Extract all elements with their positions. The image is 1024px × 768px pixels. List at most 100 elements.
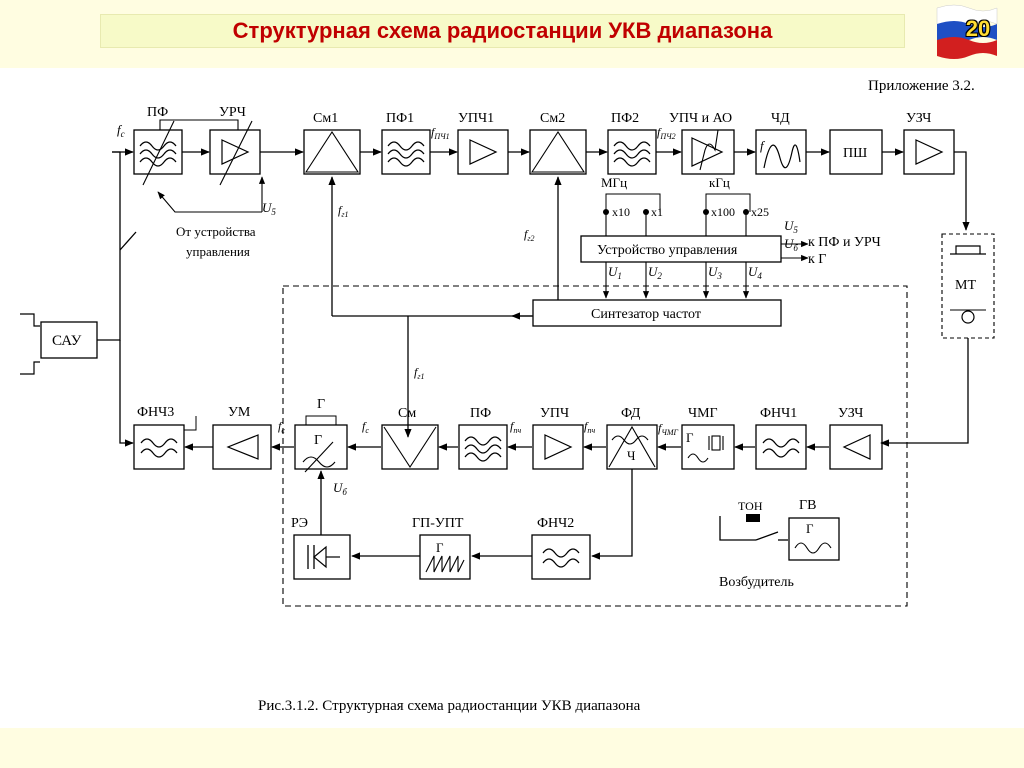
svg-text:САУ: САУ <box>52 333 82 349</box>
svg-text:x10: x10 <box>612 205 630 219</box>
svg-text:РЭ: РЭ <box>291 516 308 531</box>
fpch-label: fПЧ1 <box>431 125 450 141</box>
from-control-label-2: управления <box>186 244 250 259</box>
mhz-x1-switch[interactable] <box>643 209 649 236</box>
u3-label: U3 <box>708 264 722 281</box>
svg-text:x25: x25 <box>751 205 769 219</box>
figure-caption: Рис.3.1.2. Структурная схема радиостанци… <box>258 698 641 714</box>
upch1-block: УПЧ1 <box>457 111 509 175</box>
uzch-tx-block: УЗЧ <box>829 406 883 470</box>
svg-text:Синтезатор частот: Синтезатор частот <box>591 307 701 322</box>
svg-text:ЧД: ЧД <box>771 111 790 126</box>
svg-text:Г: Г <box>806 521 814 536</box>
svg-text:УЗЧ: УЗЧ <box>838 406 863 421</box>
fnch1-block: ФНЧ1 <box>755 406 807 470</box>
chmg-block: Г ЧМГ <box>681 406 735 470</box>
svg-text:ПФ: ПФ <box>147 105 168 120</box>
gv-block: Г ГВ <box>788 498 840 561</box>
fnch2-block: ФНЧ2 <box>531 516 591 580</box>
svg-text:См2: См2 <box>540 111 565 126</box>
fc-g-label: fc <box>362 419 369 435</box>
svg-text:УЗЧ: УЗЧ <box>906 111 931 126</box>
uzch-rx-block: УЗЧ <box>903 111 955 175</box>
u6-out-label: Uб <box>784 236 798 253</box>
appendix-label: Приложение 3.2. <box>868 78 975 94</box>
sm1-block: См1 <box>303 111 361 175</box>
title-bar: Структурная схема радиостанции УКВ диапа… <box>100 14 905 48</box>
u4-label: U4 <box>748 264 762 281</box>
svg-text:x100: x100 <box>711 205 735 219</box>
svg-text:Г: Г <box>436 540 444 555</box>
svg-text:ЧМГ: ЧМГ <box>688 406 718 421</box>
control-unit-block: Устройство управления <box>580 235 782 263</box>
fg2-label: fг2 <box>524 227 534 243</box>
pf2-block: ПФ2 <box>607 111 657 175</box>
svg-text:УПЧ и АО: УПЧ и АО <box>669 111 732 126</box>
psh-block: ПШ <box>829 129 883 175</box>
svg-text:ФНЧ3: ФНЧ3 <box>137 405 174 420</box>
svg-text:f: f <box>760 138 766 153</box>
svg-text:ПФ1: ПФ1 <box>386 111 414 126</box>
khz-x100-switch[interactable] <box>703 209 709 236</box>
g-tx-block: Г Г <box>294 397 348 473</box>
svg-text:Устройство управления: Устройство управления <box>597 243 738 258</box>
sm-tx-block: См <box>381 406 439 470</box>
tx-rx-switch <box>119 231 137 251</box>
u1-label: U1 <box>608 264 622 281</box>
upch-ao-block: УПЧ и АО <box>669 111 735 175</box>
urch-block: УРЧ <box>209 105 261 186</box>
fnch3-block: ФНЧ3 <box>133 405 185 470</box>
from-control-label-1: От устройства <box>176 224 256 239</box>
footer-strip <box>0 728 1024 768</box>
um-block: УМ <box>212 405 272 470</box>
mt-block: МТ <box>941 233 995 339</box>
pf-rx-block: ПФ <box>133 105 183 186</box>
svg-text:Г: Г <box>686 430 694 445</box>
svg-text:Г: Г <box>314 433 322 448</box>
u5-out-label: U5 <box>784 218 798 235</box>
fc-um-label: fc <box>278 419 285 435</box>
block-diagram: Приложение 3.2. fc ПФ УРЧ U5 От устройст… <box>20 78 995 714</box>
svg-text:См: См <box>398 406 416 421</box>
page-number: 20 <box>965 16 991 41</box>
svg-text:ПШ: ПШ <box>843 146 867 161</box>
fpch-tx2-label: fпч <box>584 419 595 435</box>
u6-g-label: Uб <box>333 480 347 497</box>
fc-label: fc <box>117 122 125 139</box>
synth-block: Синтезатор частот <box>532 299 782 327</box>
fg1-tx-label: fг1 <box>414 365 424 381</box>
fpch2-label: fПЧ2 <box>657 125 676 141</box>
svg-text:УПЧ1: УПЧ1 <box>458 111 494 126</box>
mhz-label: МГц <box>601 175 627 190</box>
svg-text:Г: Г <box>317 397 325 412</box>
sau-block: САУ <box>40 321 98 359</box>
svg-text:x1: x1 <box>651 205 663 219</box>
svg-text:ГВ: ГВ <box>799 498 816 513</box>
pf1-block: ПФ1 <box>381 111 431 175</box>
svg-text:ТОН: ТОН <box>738 499 763 513</box>
svg-text:ПФ: ПФ <box>470 406 491 421</box>
mhz-x10-switch[interactable] <box>603 209 609 236</box>
ton-button[interactable]: ТОН <box>719 499 788 541</box>
fd-block: Ч ФД <box>606 406 658 470</box>
svg-text:УРЧ: УРЧ <box>219 105 246 120</box>
svg-text:Ч: Ч <box>627 448 636 463</box>
page-title: Структурная схема радиостанции УКВ диапа… <box>232 18 773 43</box>
chd-block: f ЧД <box>755 111 807 175</box>
russia-flag-icon <box>936 4 998 59</box>
svg-text:МТ: МТ <box>955 278 976 293</box>
khz-x25-switch[interactable] <box>743 209 749 236</box>
fchmg-label: fЧМГ <box>658 421 679 437</box>
svg-text:ПФ2: ПФ2 <box>611 111 639 126</box>
svg-text:ФНЧ1: ФНЧ1 <box>760 406 797 421</box>
svg-text:УПЧ: УПЧ <box>540 406 569 421</box>
to-pf-urch-label: к ПФ и УРЧ <box>808 235 881 250</box>
exciter-boundary <box>282 285 908 607</box>
gp-upt-block: Г ГП-УПТ <box>412 516 471 580</box>
svg-text:УМ: УМ <box>228 405 251 420</box>
diagram-sheet: Приложение 3.2. fc ПФ УРЧ U5 От устройст… <box>0 68 1024 728</box>
upch-tx-block: УПЧ <box>532 406 584 470</box>
fpch-tx-label: fпч <box>510 419 521 435</box>
svg-text:ФНЧ2: ФНЧ2 <box>537 516 574 531</box>
pf-tx-block: ПФ <box>458 406 508 470</box>
